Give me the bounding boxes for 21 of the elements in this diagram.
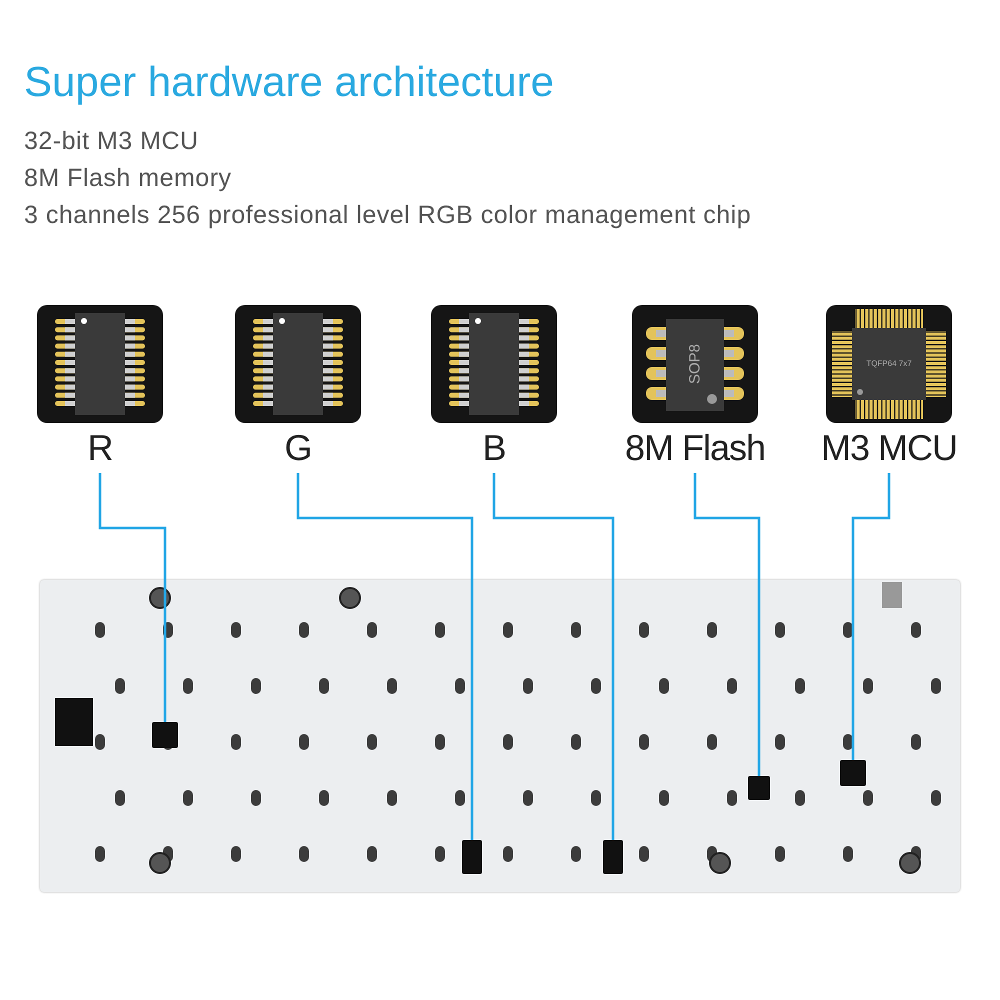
chip-label: G <box>283 427 312 469</box>
leader-line <box>296 473 474 840</box>
chip-label: 8M Flash <box>624 427 766 469</box>
chip-label: B <box>481 427 506 469</box>
leader-line <box>694 473 760 776</box>
package-marking: TQFP64 7x7 <box>865 359 913 368</box>
chip-label: R <box>86 427 114 469</box>
chip-label: M3 MCU <box>820 427 958 469</box>
chip <box>840 760 866 786</box>
leader-line <box>852 473 890 760</box>
chip <box>748 776 770 800</box>
leader-line <box>98 473 166 722</box>
feature-line: 8M Flash memory <box>24 164 232 193</box>
chip <box>462 840 482 874</box>
package-marking: SOP8 <box>686 344 704 384</box>
chip <box>603 840 623 874</box>
title: Super hardware architecture <box>24 58 554 106</box>
chip <box>152 722 178 748</box>
leader-line <box>492 473 614 840</box>
feature-line: 32-bit M3 MCU <box>24 127 199 156</box>
feature-line: 3 channels 256 professional level RGB color management chip <box>24 201 752 230</box>
